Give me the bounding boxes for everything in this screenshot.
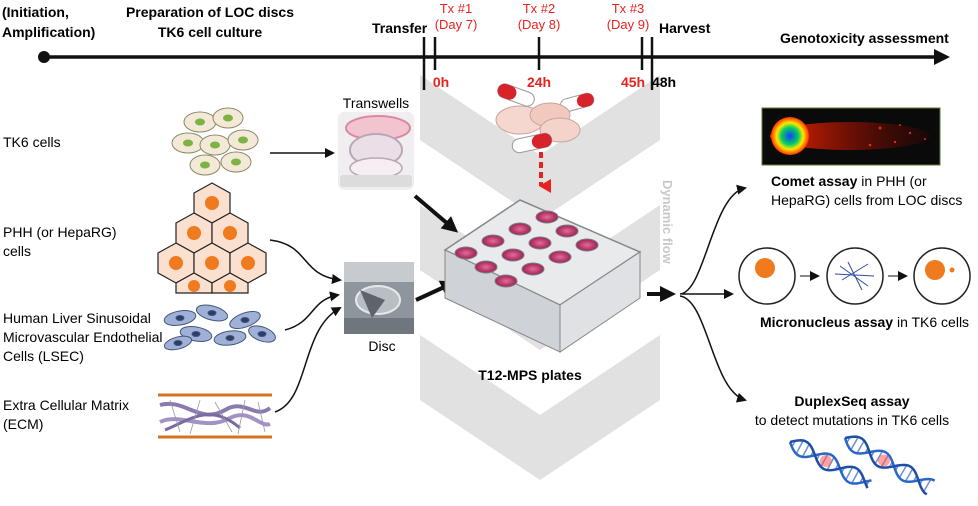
chevron-3	[420, 335, 660, 480]
dna-strand	[788, 439, 872, 489]
micronucleus-cells-icon	[738, 247, 971, 305]
comet-image	[761, 107, 941, 166]
tk6-label: TK6 cells	[3, 134, 61, 150]
hepatocyte-cells-icon	[157, 182, 267, 294]
left-labels: TK6 cells PHH (or HepaRG) cells Human Li…	[3, 134, 163, 432]
time-45h: 45h	[621, 74, 645, 90]
plate-well	[548, 250, 572, 264]
phh-label-2: cells	[3, 243, 31, 259]
comet-label-bold: Comet assay	[771, 173, 858, 189]
arrow-transwell-to-plate	[413, 194, 459, 233]
timeline-arrowhead	[934, 49, 950, 65]
disc-image	[344, 262, 414, 334]
tx3-label-1: Tx #3	[612, 1, 645, 16]
comet-label-1: Comet assay in PHH (or	[771, 173, 927, 189]
output-arrows	[647, 184, 747, 403]
micronucleus-label: Micronucleus assay in TK6 cells	[760, 314, 969, 330]
time-24h: 24h	[527, 74, 551, 90]
plate-well	[474, 260, 498, 274]
duplexseq-label-1: DuplexSeq assay	[794, 393, 909, 409]
plate-well	[454, 246, 478, 260]
ecm-label-2: (ECM)	[3, 416, 43, 432]
arrow-ecm-to-disc	[274, 307, 342, 413]
timeline: (Initiation, Amplification) Preparation …	[2, 1, 950, 90]
dna-strand	[843, 435, 936, 496]
phase-label-1: (Initiation,	[2, 4, 69, 20]
plate-well	[521, 262, 545, 276]
harvest-label: Harvest	[659, 20, 711, 36]
tx2-label-1: Tx #2	[523, 1, 556, 16]
prep-label-2: TK6 cell culture	[158, 24, 262, 40]
lsec-label-3: Cells (LSEC)	[3, 348, 84, 364]
plate-wells	[454, 210, 599, 288]
comet-label-2: HepaRG) cells from LOC discs	[771, 192, 962, 208]
mps-plate-image	[443, 199, 642, 353]
left-arrows	[269, 148, 342, 413]
phase-label-2: Amplification)	[2, 24, 95, 40]
duplexseq-label-2: to detect mutations in TK6 cells	[755, 412, 949, 428]
phh-label-1: PHH (or HepaRG)	[3, 224, 117, 240]
prep-label-1: Preparation of LOC discs	[126, 4, 294, 20]
transwells-label: Transwells	[343, 95, 409, 111]
plate-well	[528, 236, 552, 250]
pills-icon	[495, 83, 595, 154]
micronucleus-label-rest: in TK6 cells	[893, 314, 969, 330]
dna-helix-icon	[788, 435, 936, 496]
lsec-label-2: Microvascular Endothelial	[3, 329, 163, 345]
plate-well	[508, 222, 532, 236]
tx2-label-2: (Day 8)	[518, 17, 561, 32]
transfer-label: Transfer	[372, 20, 428, 36]
ecm-label-1: Extra Cellular Matrix	[3, 397, 129, 413]
tx1-label-1: Tx #1	[440, 1, 473, 16]
disc-label: Disc	[368, 338, 395, 354]
plate-well	[481, 234, 505, 248]
tx3-label-2: (Day 9)	[607, 17, 650, 32]
ecm-icon	[158, 393, 272, 439]
plate-well	[494, 274, 518, 288]
genotox-label: Genotoxicity assessment	[780, 30, 949, 46]
plate-well	[535, 210, 559, 224]
time-48h: 48h	[652, 74, 676, 90]
tk6-cells-icon	[171, 107, 259, 176]
plates-label: T12-MPS plates	[478, 367, 582, 383]
plate-well	[555, 224, 579, 238]
plate-well	[501, 248, 525, 262]
time-0h: 0h	[433, 74, 449, 90]
lsec-cells-icon	[163, 304, 276, 351]
dynamic-flow-label: Dynamic flow	[660, 180, 675, 265]
timeline-start-dot	[38, 51, 50, 63]
tx1-label-2: (Day 7)	[435, 17, 478, 32]
plate-well	[575, 238, 599, 252]
arrow-to-duplexseq	[679, 295, 747, 403]
arrow-to-comet	[679, 184, 747, 295]
transwell-image	[338, 112, 414, 190]
lsec-label-1: Human Liver Sinusoidal	[3, 310, 151, 326]
arrow-lsec-to-disc	[284, 291, 340, 331]
micronucleus-label-bold: Micronucleus assay	[760, 314, 893, 330]
arrow-phh-to-disc	[269, 239, 342, 284]
comet-label-rest: in PHH (or	[857, 173, 927, 189]
